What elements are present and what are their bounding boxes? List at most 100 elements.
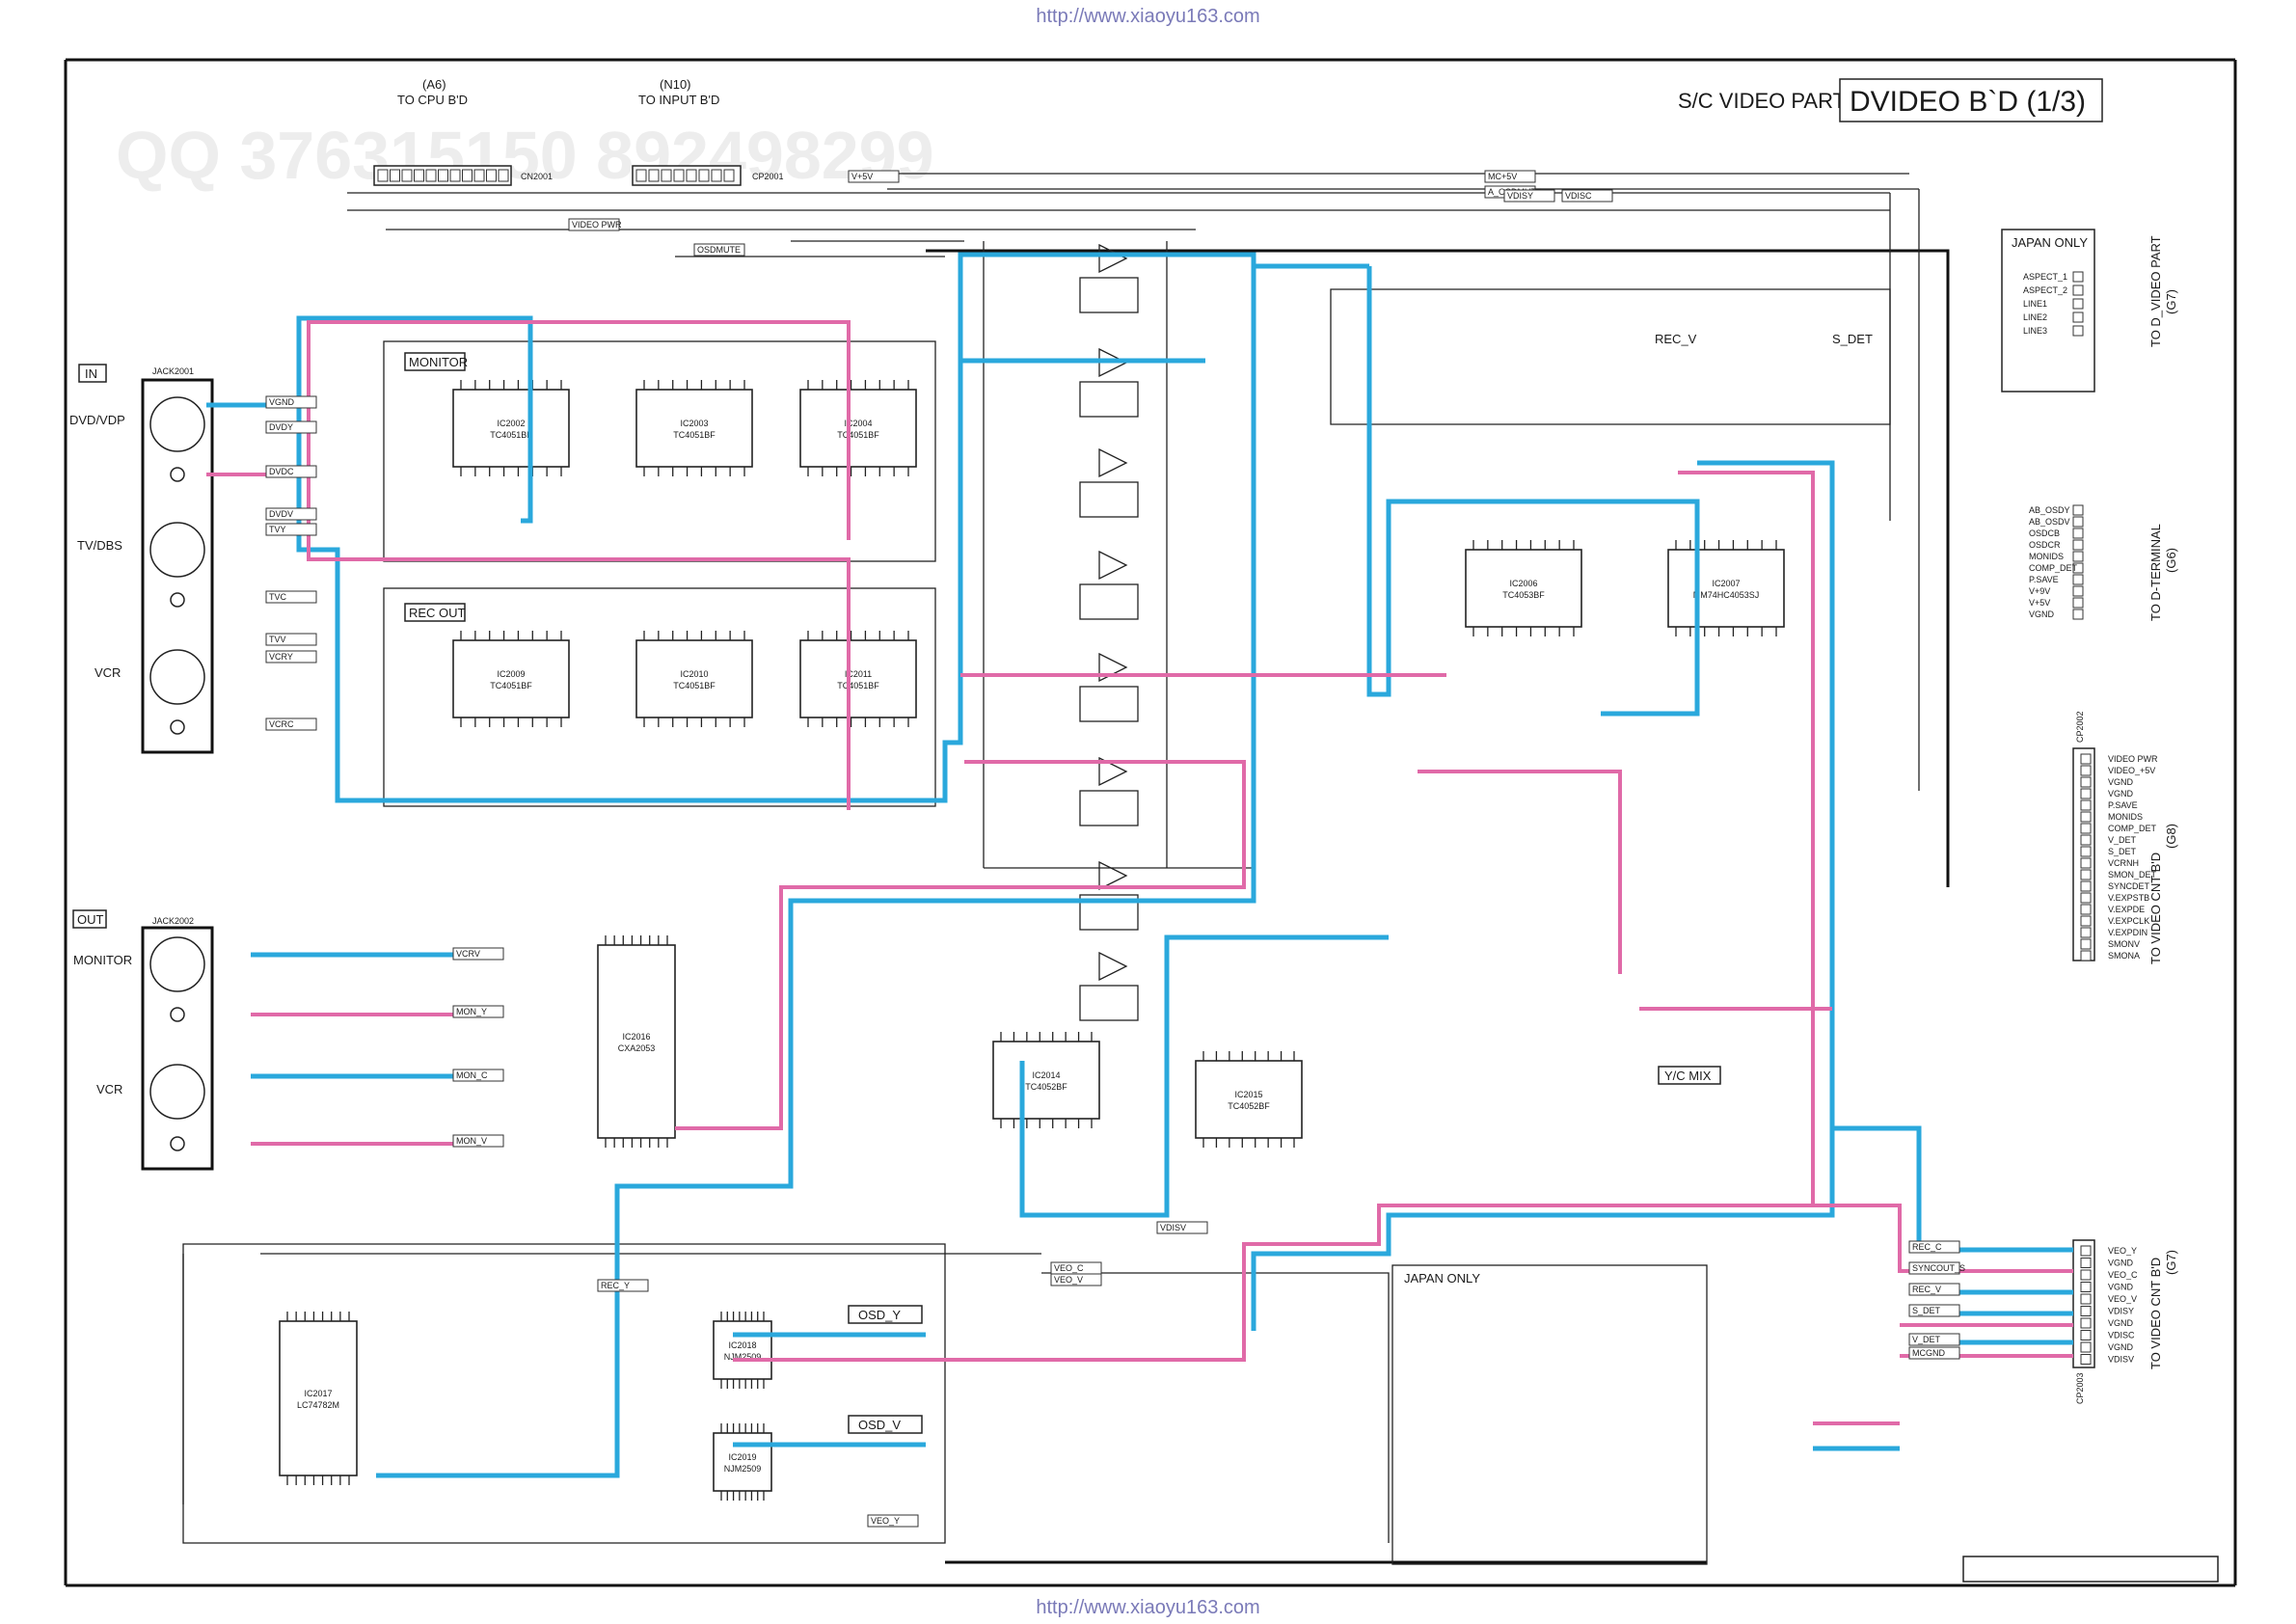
svideo-jack-dvd — [149, 396, 205, 452]
ic-ref-label: IC2006 — [1509, 579, 1537, 588]
net-label-text: MCGND — [1912, 1348, 1945, 1358]
cp2003-id: CP2003 — [2075, 1372, 2085, 1404]
in-label: IN — [85, 366, 97, 381]
japan-only-bottom: JAPAN ONLY — [1391, 1264, 1708, 1565]
connector-pin-label: LINE1 — [2023, 299, 2047, 309]
net-label-tag: TVY — [265, 523, 317, 536]
connector-pin-label: VEO_C — [2108, 1270, 2138, 1280]
connector-pin-label: MONIDS — [2108, 812, 2143, 822]
ic-layer: IC2002TC4051BFIC2003TC4051BFIC2004TC4051… — [279, 380, 1785, 1501]
connector-pin — [2072, 298, 2084, 310]
connector-pin — [2080, 1330, 2092, 1340]
connector-pin-label: VGND — [2108, 1342, 2134, 1352]
net-label-tag: MON_C — [452, 1069, 504, 1082]
connector-pin-label: V+9V — [2029, 586, 2050, 596]
net-label-text: VDISC — [1565, 191, 1592, 201]
connector-pin-label: VGND — [2108, 1259, 2134, 1268]
ic-part-label: TC4052BF — [1025, 1082, 1067, 1092]
net-label-text: VGND — [269, 397, 295, 407]
connector-pin-label: V+5V — [2029, 598, 2050, 608]
ic-part-label: TC4051BF — [490, 430, 532, 440]
connector-pin — [2080, 811, 2092, 823]
net-label-tag: OSDMUTE — [693, 243, 745, 257]
connector-pin-label: AB_OSDV — [2029, 517, 2070, 527]
osd-v-frame — [848, 1415, 923, 1434]
connector-pin — [2080, 753, 2092, 765]
net-label-tag: TVV — [265, 633, 317, 646]
net-label-text: VEO_Y — [871, 1516, 900, 1526]
connector-pin — [635, 169, 647, 182]
connector-pin — [723, 169, 735, 182]
connector-pin-label: V.EXPDIN — [2108, 928, 2147, 937]
ic-part-label: TC4051BF — [837, 430, 879, 440]
net-label-text: TVC — [269, 592, 287, 602]
net-label-text: REC_Y — [601, 1281, 630, 1290]
net-label-tag: REC_C — [1908, 1240, 1960, 1254]
net-label-text: VCRY — [269, 652, 293, 662]
connector-pin-label: ASPECT_2 — [2023, 285, 2067, 295]
net-label-text: MON_V — [456, 1136, 487, 1146]
connector-pin — [2080, 799, 2092, 811]
connector-pin-label: V.EXPCLK — [2108, 916, 2149, 926]
net-label-text: DVDC — [269, 467, 294, 476]
cp2001-ref: (N10) — [660, 77, 691, 92]
ic-part-label: TC4051BF — [837, 681, 879, 690]
ic-ref-label: IC2014 — [1032, 1070, 1060, 1080]
ic-part-label: TC4053BF — [1502, 590, 1545, 600]
connector-pin — [462, 169, 473, 182]
connector-pin-label: P.SAVE — [2108, 800, 2138, 810]
connector-pin — [673, 169, 685, 182]
board-title-box — [1839, 78, 2103, 122]
rca-jack-vcr-out — [170, 1136, 185, 1151]
source-url-top: http://www.xiaoyu163.com — [1036, 6, 1260, 27]
detector-block: REC_V S_DET — [1330, 288, 1891, 425]
jack2002-body — [141, 926, 214, 1171]
connector-pin — [2072, 284, 2084, 296]
d-video-ref: (G7) — [2164, 289, 2178, 314]
connector-pin-label: AB_OSDY — [2029, 505, 2070, 515]
power-bus-lines — [347, 173, 1950, 887]
ic-part-label: CXA2053 — [618, 1043, 656, 1053]
cp2002-connector: CP2002 VIDEO PWRVIDEO_+5VVGNDVGNDP.SAVEM… — [2072, 711, 2178, 964]
connector-pin — [2080, 776, 2092, 788]
connector-pin-label: VEO_V — [2108, 1294, 2137, 1304]
net-label-tag: VEO_C — [1050, 1261, 1102, 1275]
net-label-text: VDISV — [1160, 1223, 1186, 1232]
connector-pin — [2072, 609, 2084, 620]
d-terminal-ref: (G6) — [2164, 548, 2178, 573]
connector-pin-label: SMONV — [2108, 939, 2140, 949]
net-label-tag: VEO_V — [1050, 1273, 1102, 1286]
connector-pin-label: MONIDS — [2029, 552, 2064, 561]
connector-pin — [648, 169, 660, 182]
cn2001-ref: (A6) — [422, 77, 446, 92]
net-label-tag: VDISY — [1503, 189, 1555, 203]
output-monitor: MONITOR — [73, 953, 132, 967]
svideo-jack-vcr — [149, 649, 205, 705]
connector-pin — [473, 169, 485, 182]
ic-part-label: TC4052BF — [1228, 1101, 1270, 1111]
connector-pin — [2080, 915, 2092, 927]
net-label-tag: REC_Y — [597, 1279, 649, 1292]
ic-ref-label: IC2016 — [622, 1032, 650, 1042]
ic-part-label: MM74HC4053SJ — [1693, 590, 1760, 600]
connector-pin — [711, 169, 722, 182]
connector-pin-label: VGND — [2108, 789, 2134, 798]
connector-pin — [2072, 271, 2084, 283]
net-label-tag: VDISC — [1561, 189, 1613, 203]
connector-pin-label: VCRNH — [2108, 858, 2139, 868]
ic-part-label: TC4051BF — [673, 681, 716, 690]
connector-pin — [438, 169, 448, 182]
in-label-frame — [78, 364, 107, 383]
connector-pin-label: V_DET — [2108, 835, 2137, 845]
connector-pin — [2080, 950, 2092, 961]
svideo-jack-monitor — [149, 936, 205, 992]
net-label-tag: VCRC — [265, 717, 317, 731]
buffer-amp-stage — [1079, 860, 1139, 931]
connector-pin — [2080, 1317, 2092, 1329]
connector-pin — [2072, 504, 2084, 516]
net-label-text: REC_V — [1912, 1285, 1941, 1294]
net-label-tag: VIDEO PWR — [568, 218, 622, 231]
net-label-text: VIDEO PWR — [572, 220, 622, 230]
